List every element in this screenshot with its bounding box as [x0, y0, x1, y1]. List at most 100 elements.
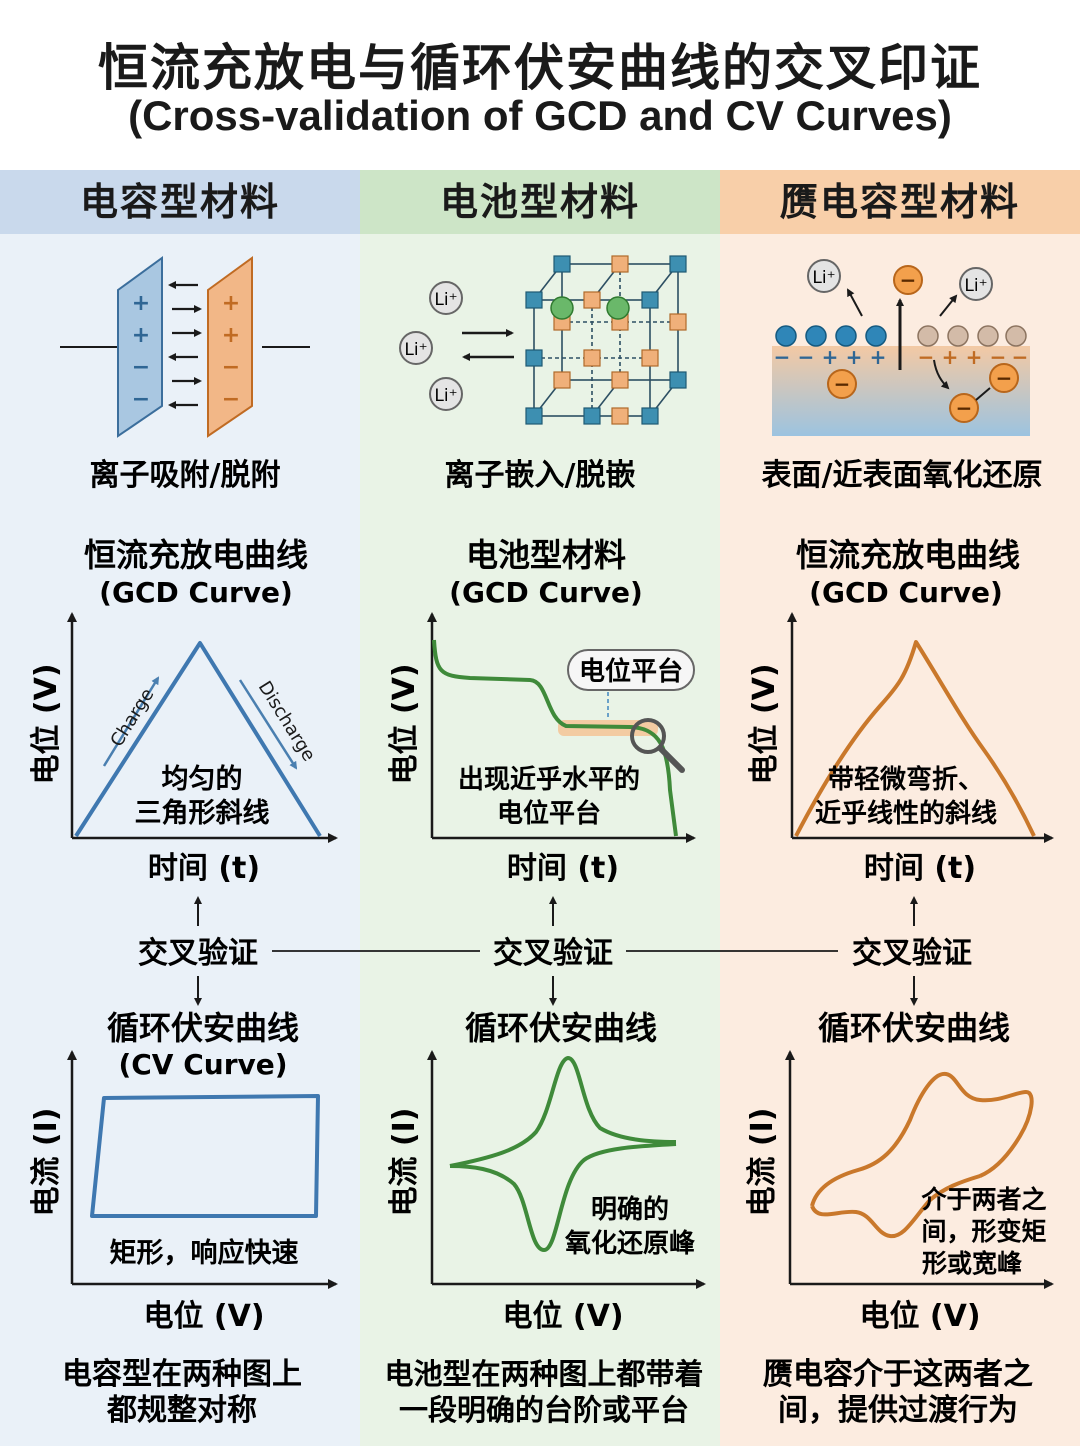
gcd-subtitle: (GCD Curve) [809, 576, 1003, 609]
svg-text:+: + [822, 345, 839, 369]
svg-text:Li⁺: Li⁺ [434, 290, 457, 310]
gcd-title: 恒流充放电曲线 [796, 536, 1020, 574]
summary-line1: 赝电容介于这两者之 [763, 1357, 1033, 1392]
charge-arrow [102, 676, 160, 767]
cv-title: 循环伏安曲线 [107, 1009, 299, 1047]
anion: − [949, 393, 979, 423]
x-axis-label: 时间 (t) [864, 851, 976, 886]
column-header: 电容型材料 [0, 170, 360, 234]
cv-subtitle: (CV Curve) [118, 1048, 287, 1081]
discharge-arrow [238, 679, 298, 770]
x-axis-label: 电位 (V) [143, 1299, 264, 1334]
column-capacitor: 电容型材料 [0, 170, 360, 1446]
svg-text:Li⁺: Li⁺ [964, 276, 987, 296]
x-axis-label: 时间 (t) [507, 851, 619, 886]
page-subtitle: (Cross-validation of GCD and CV Curves) [128, 92, 952, 139]
mechanism-label: 表面/近表面氧化还原 [762, 458, 1043, 493]
gcd-note-line1: 带轻微弯折、 [828, 764, 984, 795]
plus-sign: + [132, 323, 150, 348]
y-axis-label: 电位 (V) [747, 663, 782, 784]
svg-text:−: − [990, 345, 1007, 369]
svg-text:−: − [774, 345, 791, 369]
svg-text:−: − [1012, 345, 1029, 369]
cv-note-line2: 间，形变矩 [921, 1217, 1046, 1246]
cv-note-line1: 介于两者之 [920, 1185, 1046, 1214]
svg-text:−: − [900, 268, 917, 292]
plateau-tag [567, 649, 695, 691]
svg-text:−: − [996, 366, 1013, 390]
cross-validation-label: 交叉验证 [852, 936, 972, 971]
cv-chart-pseudocapacitor: 介于两者之 间，形变矩 形或宽峰 电流 (I) 电位 (V) [745, 1050, 1054, 1334]
cv-title: 循环伏安曲线 [818, 1009, 1010, 1047]
gcd-note-line2: 三角形斜线 [135, 797, 270, 829]
gcd-chart-pseudocapacitor: 带轻微弯折、 近乎线性的斜线 电位 (V) 时间 (t) [747, 612, 1054, 886]
summary-line2: 都规整对称 [106, 1393, 257, 1428]
y-axis-label: 电流 (I) [29, 1107, 64, 1216]
svg-text:+: + [846, 345, 863, 369]
capacitor-illustration: + + − − + + − − [60, 256, 310, 438]
gcd-subtitle: (GCD Curve) [449, 576, 643, 609]
lithium-ion: Li⁺ [429, 281, 463, 315]
svg-text:−: − [956, 396, 973, 420]
mechanism-label: 离子吸附/脱附 [90, 458, 281, 493]
svg-text:−: − [834, 372, 851, 396]
gcd-curve-triangle [74, 641, 322, 838]
x-axis-label: 电位 (V) [502, 1299, 623, 1334]
plus-sign: + [222, 291, 240, 316]
cv-title: 循环伏安曲线 [465, 1009, 657, 1047]
column-header: 电池型材料 [360, 170, 720, 234]
y-axis-label: 电流 (I) [745, 1107, 780, 1216]
y-axis-label: 电位 (V) [29, 663, 64, 784]
pseudocapacitor-illustration: − − + + + − + + − − Li⁺ Li⁺ − − [772, 259, 1030, 436]
page-title: 恒流充放电与循环伏安曲线的交叉印证 [98, 39, 982, 97]
plus-sign: + [222, 323, 240, 348]
negative-electrode-plate [117, 256, 163, 438]
minus-sign: − [132, 355, 150, 380]
y-axis-label: 电位 (V) [387, 663, 422, 784]
plateau-tag-label: 电位平台 [579, 656, 683, 687]
summary-line1: 电容型在两种图上 [62, 1357, 302, 1392]
lithium-ion: Li⁺ [807, 259, 841, 293]
surface-atoms [775, 325, 1027, 347]
cv-chart-capacitor: 矩形，响应快速 电流 (I) 电位 (V) [29, 1050, 338, 1334]
y-axis-label: 电流 (I) [387, 1107, 422, 1216]
cv-note-line3: 形或宽峰 [922, 1249, 1022, 1278]
svg-text:+: + [870, 345, 887, 369]
svg-text:−: − [798, 345, 815, 369]
anion: − [989, 363, 1019, 393]
svg-text:Li⁺: Li⁺ [812, 268, 835, 288]
gcd-chart-capacitor: Charge Discharge 均匀的 三角形斜线 电位 (V) 时间 (t) [29, 612, 338, 886]
lithium-ion: Li⁺ [429, 377, 463, 411]
battery-illustration: Li⁺ Li⁺ Li⁺ [399, 255, 687, 425]
cross-validation-label: 交叉验证 [138, 936, 258, 971]
gcd-chart-battery: 电位平台 出现近乎水平的 电位平台 电位 (V) 时间 (t) [387, 612, 696, 886]
cv-curve-rectangle [90, 1094, 320, 1218]
lithium-ion: Li⁺ [959, 267, 993, 301]
svg-text:+: + [966, 345, 983, 369]
gcd-title: 恒流充放电曲线 [84, 536, 308, 574]
minus-sign: − [222, 387, 240, 412]
gcd-note-line1: 均匀的 [162, 763, 243, 795]
cv-note-line1: 明确的 [591, 1194, 669, 1225]
summary-line2: 间，提供过渡行为 [778, 1393, 1018, 1428]
magnifier-icon [630, 718, 685, 773]
x-axis-label: 电位 (V) [859, 1299, 980, 1334]
gcd-note-line1: 出现近乎水平的 [458, 764, 640, 795]
lattice-nodes [525, 255, 687, 425]
cross-validation-label: 交叉验证 [493, 936, 613, 971]
gcd-note-line2: 电位平台 [497, 798, 601, 829]
plus-sign: + [132, 291, 150, 316]
cv-curve-peaks [449, 1055, 677, 1253]
minus-sign: − [132, 387, 150, 412]
column-header: 赝电容型材料 [720, 170, 1080, 234]
svg-text:+: + [942, 345, 959, 369]
cv-curve-distorted [810, 1071, 1034, 1239]
summary-line1: 电池型在两种图上都带着 [384, 1357, 703, 1391]
minus-sign: − [222, 355, 240, 380]
column-battery: 电池型材料 [360, 170, 720, 1446]
gcd-title: 电池型材料 [466, 536, 626, 574]
surface-charges: − − + + + − + + − − [774, 345, 1029, 369]
cv-note: 矩形，响应快速 [110, 1237, 299, 1269]
positive-electrode-plate [207, 256, 253, 438]
